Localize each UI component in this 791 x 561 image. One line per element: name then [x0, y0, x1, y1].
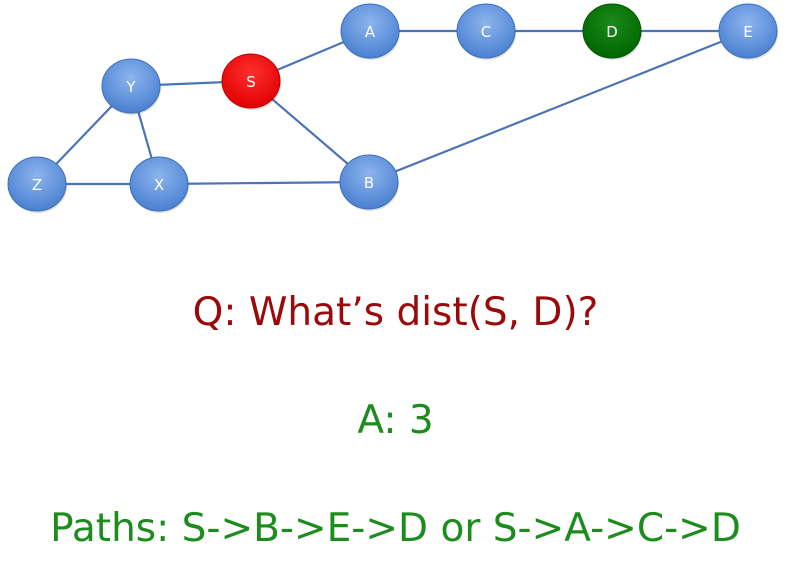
node-z: Z — [7, 156, 67, 213]
node-circle — [582, 3, 642, 59]
graph-diagram: Y S A C D E Z X B — [7, 3, 778, 213]
node-b: B — [339, 154, 399, 211]
node-label: Z — [32, 176, 42, 194]
node-label: D — [606, 23, 618, 41]
node-circle — [339, 154, 399, 210]
node-label: E — [743, 23, 752, 41]
node-label: A — [365, 23, 376, 41]
edge-b-e — [368, 29, 749, 184]
node-c: C — [456, 3, 516, 60]
node-a: A — [340, 3, 400, 60]
nodes-layer: Y S A C D E Z X B — [7, 3, 778, 213]
node-label: Y — [125, 78, 136, 96]
node-circle — [221, 53, 281, 109]
node-s: S — [221, 53, 281, 110]
node-d: D — [582, 3, 642, 60]
node-label: C — [481, 23, 491, 41]
paths-text: Paths: S->B->E->D or S->A->C->D — [50, 506, 741, 551]
node-circle — [129, 156, 189, 212]
node-circle — [7, 156, 67, 212]
node-circle — [456, 3, 516, 59]
node-label: S — [246, 73, 256, 91]
node-label: B — [364, 174, 374, 192]
node-e: E — [718, 3, 778, 60]
edge-x-b — [158, 180, 370, 186]
node-circle — [718, 3, 778, 59]
node-x: X — [129, 156, 189, 213]
node-label: X — [154, 176, 164, 194]
node-circle — [101, 58, 161, 114]
question-text: Q: What’s dist(S, D)? — [192, 290, 599, 335]
node-circle — [340, 3, 400, 59]
answer-text: A: 3 — [357, 398, 434, 443]
node-y: Y — [101, 58, 161, 115]
